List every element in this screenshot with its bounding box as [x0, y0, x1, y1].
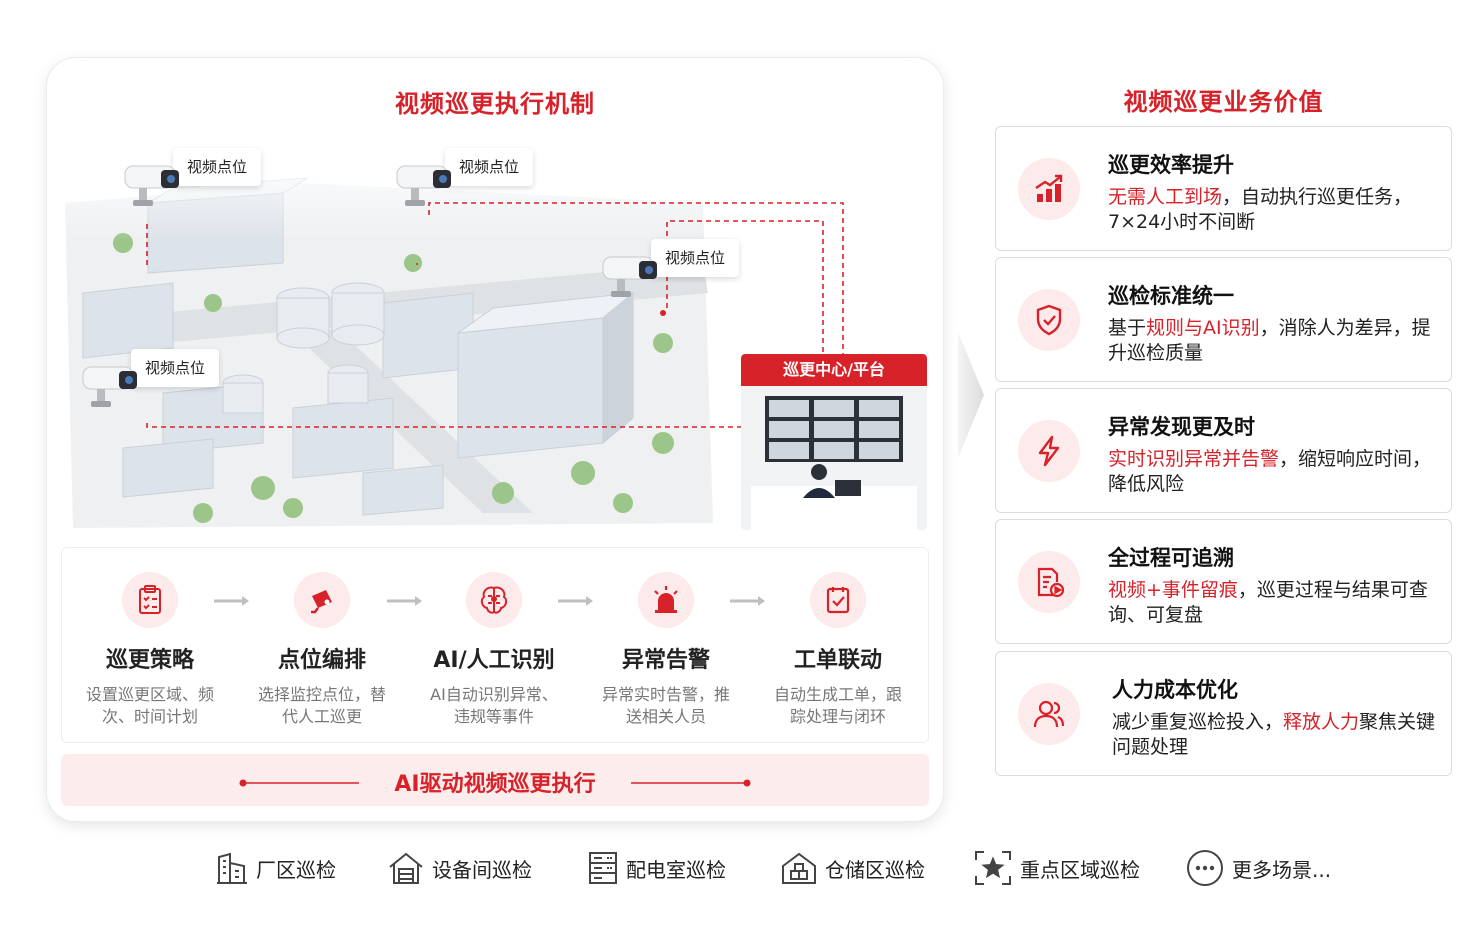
- bar-chart-up-icon: [1035, 174, 1063, 202]
- scenario-equipment-room: 设备间巡检: [388, 848, 532, 888]
- step-alarm: 异常告警 异常实时告警，推送相关人员: [580, 572, 752, 728]
- ticket-check-icon: [826, 587, 850, 614]
- value-card-desc: 无需人工到场，自动执行巡更任务，7×24小时不间断: [1108, 186, 1413, 233]
- scenario-factory: 厂区巡检: [216, 848, 336, 888]
- step-icon-wrap: [810, 572, 866, 628]
- scenario-label: 更多场景...: [1232, 857, 1332, 882]
- arrow-right-icon: [387, 596, 422, 606]
- step-icon-wrap: [294, 572, 350, 628]
- value-card-efficiency: 巡更效率提升 无需人工到场，自动执行巡更任务，7×24小时不间断: [995, 126, 1452, 251]
- camera-icon: [311, 590, 332, 614]
- ai-driven-banner: AI驱动视频巡更执行: [61, 754, 929, 806]
- banner-line-left: [239, 779, 359, 787]
- scenario-label: 重点区域巡检: [1020, 857, 1140, 882]
- camera-label: 视频点位: [445, 148, 534, 186]
- camera-point-3: 视频点位: [599, 239, 749, 311]
- step-desc: 自动生成工单，跟踪处理与闭环: [773, 685, 902, 726]
- industrial-park-scene: 视频点位 视频点位 视频点位: [63, 143, 929, 533]
- power-cabinet-icon: [589, 852, 617, 884]
- clipboard-checklist-icon: [139, 585, 161, 614]
- value-card-title: 巡更效率提升: [1108, 153, 1234, 177]
- banner-line-right: [631, 779, 751, 787]
- focus-star-icon: [975, 851, 1011, 885]
- value-icon-wrap: [1018, 551, 1080, 613]
- step-patrol-strategy: 巡更策略 设置巡更区域、频次、时间计划: [64, 572, 236, 728]
- value-card-desc: 视频+事件留痕，巡更过程与结果可查询、可复盘: [1108, 579, 1428, 626]
- platform-label: 巡更中心/平台: [741, 354, 927, 386]
- chevron-right-icon: [958, 332, 984, 458]
- equipment-room-icon: [389, 852, 423, 884]
- execution-mechanism-panel: 视频巡更执行机制: [46, 57, 944, 822]
- step-desc: 异常实时告警，推送相关人员: [601, 685, 730, 726]
- factory-building-icon: [217, 852, 247, 884]
- value-card-traceable: 全过程可追溯 视频+事件留痕，巡更过程与结果可查询、可复盘: [995, 519, 1452, 644]
- scenario-warehouse: 仓储区巡检: [781, 848, 925, 888]
- scenario-more[interactable]: 更多场景...: [1186, 848, 1331, 888]
- camera-point-4: 视频点位: [79, 349, 229, 421]
- arrow-right-icon: [558, 596, 593, 606]
- value-card-title: 巡检标准统一: [1108, 284, 1234, 308]
- step-desc: 选择监控点位，替代人工巡更: [257, 685, 386, 726]
- brain-circuit-icon: [480, 586, 508, 614]
- value-card-desc: 基于规则与AI识别，消除人为差异，提升巡检质量: [1108, 317, 1431, 364]
- users-icon: [1033, 700, 1065, 728]
- value-icon-wrap: [1018, 158, 1080, 220]
- value-icon-wrap: [1018, 289, 1080, 351]
- value-card-standard: 巡检标准统一 基于规则与AI识别，消除人为差异，提升巡检质量: [995, 257, 1452, 382]
- step-recognition: AI/人工识别 AI自动识别异常、违规等事件: [408, 572, 580, 728]
- execution-title: 视频巡更执行机制: [395, 90, 595, 118]
- value-card-title: 异常发现更及时: [1108, 415, 1255, 439]
- shield-check-icon: [1036, 304, 1062, 336]
- value-card-title: 全过程可追溯: [1108, 546, 1234, 570]
- lightning-icon: [1038, 435, 1060, 467]
- step-title: 工单联动: [793, 648, 882, 673]
- step-point-arrangement: 点位编排 选择监控点位，替代人工巡更: [236, 572, 408, 728]
- arrow-right-icon: [214, 596, 249, 606]
- step-title: AI/人工识别: [433, 648, 555, 673]
- scenario-label: 仓储区巡检: [825, 857, 925, 882]
- surveillance-camera-icon: [602, 256, 657, 297]
- scenario-label: 厂区巡检: [256, 857, 336, 882]
- step-title: 巡更策略: [105, 648, 194, 673]
- step-title: 异常告警: [621, 648, 710, 673]
- value-card-desc: 实时识别异常并告警，缩短响应时间，降低风险: [1108, 448, 1432, 495]
- step-icon-wrap: [466, 572, 522, 628]
- scenario-power-room: 配电室巡检: [588, 848, 726, 888]
- camera-label: 视频点位: [173, 148, 262, 186]
- monitoring-wall-icon: [741, 386, 927, 530]
- document-video-icon: [1037, 567, 1065, 598]
- arrow-right-icon: [730, 596, 765, 606]
- value-card-labor-cost: 人力成本优化 减少重复巡检投入，释放人力聚焦关键问题处理: [995, 651, 1452, 776]
- camera-point-2: 视频点位: [393, 148, 543, 220]
- camera-label: 视频点位: [131, 349, 220, 387]
- step-ticket-linkage: 工单联动 自动生成工单，跟踪处理与闭环: [752, 572, 924, 728]
- step-icon-wrap: [122, 572, 178, 628]
- scenario-key-area: 重点区域巡检: [974, 848, 1140, 888]
- step-icon-wrap: [638, 572, 694, 628]
- scenario-label: 配电室巡检: [626, 857, 726, 882]
- value-title: 视频巡更业务价值: [1123, 88, 1324, 116]
- surveillance-camera-icon: [124, 165, 179, 206]
- camera-point-1: 视频点位: [121, 148, 271, 220]
- value-icon-wrap: [1018, 420, 1080, 482]
- camera-label: 视频点位: [651, 239, 740, 277]
- value-card-timely: 异常发现更及时 实时识别异常并告警，缩短响应时间，降低风险: [995, 388, 1452, 513]
- execution-flow: 巡更策略 设置巡更区域、频次、时间计划 点位编排 选择监控点位，替代人工巡更: [61, 547, 929, 743]
- warehouse-icon: [782, 852, 816, 884]
- alarm-light-icon: [654, 586, 678, 613]
- value-card-title: 人力成本优化: [1112, 678, 1238, 702]
- surveillance-camera-icon: [396, 165, 451, 206]
- banner-text: AI驱动视频巡更执行: [394, 772, 596, 797]
- surveillance-camera-icon: [82, 366, 137, 407]
- step-desc: AI自动识别异常、违规等事件: [430, 685, 558, 726]
- step-desc: 设置巡更区域、频次、时间计划: [85, 685, 214, 726]
- value-icon-wrap: [1018, 683, 1080, 745]
- patrol-center-platform: 巡更中心/平台: [741, 354, 927, 530]
- step-title: 点位编排: [277, 648, 366, 673]
- more-dots-icon: [1187, 850, 1223, 886]
- scenario-label: 设备间巡检: [432, 857, 532, 882]
- value-card-desc: 减少重复巡检投入，释放人力聚焦关键问题处理: [1112, 711, 1436, 758]
